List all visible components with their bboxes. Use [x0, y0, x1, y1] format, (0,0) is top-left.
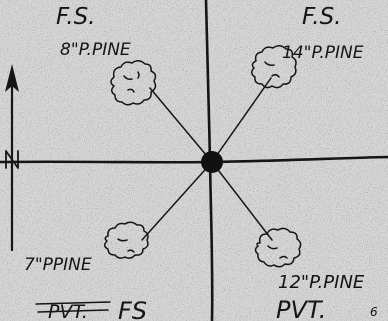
bottom-left-tree-label: 7"PPINE	[24, 255, 92, 275]
corner-monument-icon	[201, 151, 223, 173]
bottom-right-tree-label: 12"P.PINE	[278, 272, 365, 293]
top-left-tree-label: 8"P.PINE	[60, 40, 131, 60]
top-right-tree-label: 14"P.PINE	[282, 43, 364, 63]
bottom-right-owner: PVT.	[276, 296, 326, 321]
bottom-left-owner: FS	[118, 297, 147, 321]
top-left-owner: F.S.	[56, 4, 96, 30]
corner-mark: 6	[370, 305, 378, 319]
top-right-owner: F.S.	[302, 4, 342, 30]
